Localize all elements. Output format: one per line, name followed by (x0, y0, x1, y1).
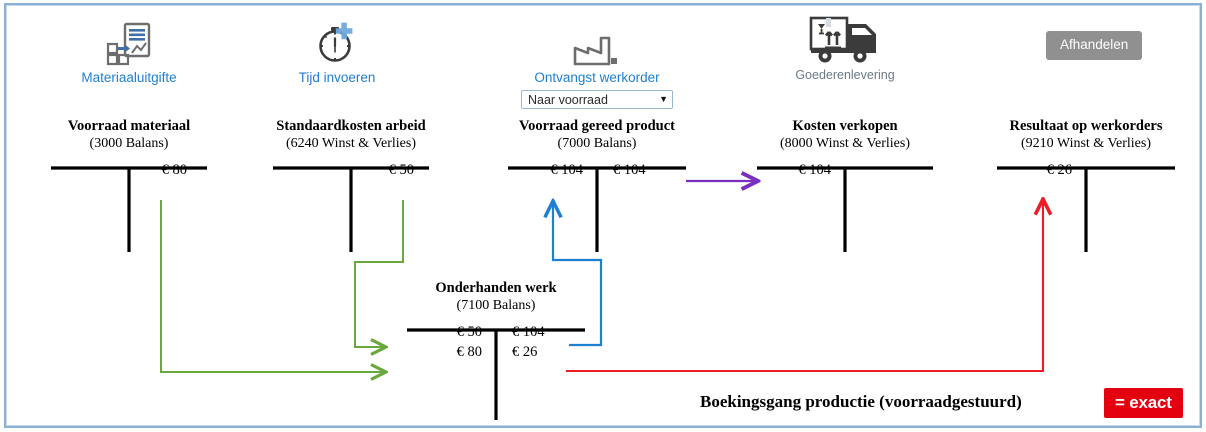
taccount-kosten-verkopen: Kosten verkopen (8000 Winst & Verlies) €… (749, 117, 941, 180)
action-tijd-invoeren[interactable]: Tijd invoeren (222, 14, 452, 86)
credit-amount: € 26 (512, 344, 538, 360)
chevron-down-icon: ▼ (659, 94, 668, 104)
taccount-title: Kosten verkopen (792, 118, 898, 134)
exact-logo: = exact (1104, 388, 1183, 418)
factory-icon (482, 14, 712, 66)
taccount-subtitle: (8000 Winst & Verlies) (780, 136, 910, 151)
taccount-title: Resultaat op werkorders (1009, 118, 1163, 134)
taccount-row: € 50 (258, 160, 444, 180)
action-label-materiaaluitgifte: Materiaaluitgifte (81, 70, 177, 85)
credit-amount: € 104 (613, 162, 646, 178)
taccount-subtitle: (7100 Balans) (456, 298, 536, 313)
credit-amount: € 80 (161, 162, 187, 178)
taccount-subtitle: (9210 Winst & Verlies) (1021, 136, 1151, 151)
taccount-subtitle: (6240 Winst & Verlies) (286, 136, 416, 151)
taccount-subtitle: (3000 Balans) (89, 136, 169, 151)
credit-amount: € 104 (512, 324, 545, 340)
taccount-row: € 26 (989, 160, 1183, 180)
dropdown-value: Naar voorraad (528, 92, 608, 107)
taccount-title: Onderhanden werk (435, 280, 557, 296)
credit-amount: € 50 (388, 162, 414, 178)
debit-amount: € 26 (1046, 162, 1072, 178)
action-label-tijd-invoeren: Tijd invoeren (298, 70, 376, 85)
action-ontvangst-werkorder[interactable]: Ontvangst werkorder Naar voorraad ▼ (482, 14, 712, 109)
taccount-standaardkosten-arbeid: Standaardkosten arbeid (6240 Winst & Ver… (258, 117, 444, 180)
taccount-voorraad-gereed-product: Voorraad gereed product (7000 Balans) € … (500, 117, 694, 180)
taccount-subtitle: (7000 Balans) (557, 136, 637, 151)
taccount-title: Voorraad materiaal (67, 118, 191, 134)
taccount-row: € 104 € 104 (500, 160, 694, 180)
action-label-goederenlevering: Goederenlevering (795, 68, 895, 82)
material-issue-icon (14, 14, 244, 66)
action-materiaaluitgifte[interactable]: Materiaaluitgifte (14, 14, 244, 86)
afhandelen-button[interactable]: Afhandelen (1046, 31, 1143, 60)
taccount-row: € 50 € 104 (399, 322, 593, 342)
debit-amount: € 80 (456, 344, 482, 360)
flow-green-labour (354, 200, 404, 347)
taccount-row: € 104 (749, 160, 941, 180)
debit-amount: € 50 (456, 324, 482, 340)
taccount-row: € 80 (41, 160, 217, 180)
delivery-truck-icon (730, 12, 960, 64)
action-label-ontvangst-werkorder: Ontvangst werkorder (534, 70, 660, 85)
action-goederenlevering[interactable]: Goederenlevering (730, 12, 960, 84)
taccount-title: Standaardkosten arbeid (276, 118, 426, 134)
stopwatch-plus-icon (222, 14, 452, 66)
debit-amount: € 104 (798, 162, 831, 178)
taccount-title: Voorraad gereed product (518, 118, 675, 134)
taccount-onderhanden-werk: Onderhanden werk (7100 Balans) € 50 € 10… (399, 279, 593, 362)
bestemming-dropdown[interactable]: Naar voorraad ▼ (521, 90, 673, 109)
flow-red-wip-to-result (566, 200, 1043, 373)
taccount-resultaat-op-werkorders: Resultaat op werkorders (9210 Winst & Ve… (989, 117, 1183, 180)
diagram-caption: Boekingsgang productie (voorraadgestuurd… (700, 392, 1022, 411)
flow-green-material (160, 200, 385, 372)
debit-amount: € 104 (550, 162, 583, 178)
taccount-row: € 80 € 26 (399, 342, 593, 362)
taccount-voorraad-materiaal: Voorraad materiaal (3000 Balans) € 80 (41, 117, 217, 180)
